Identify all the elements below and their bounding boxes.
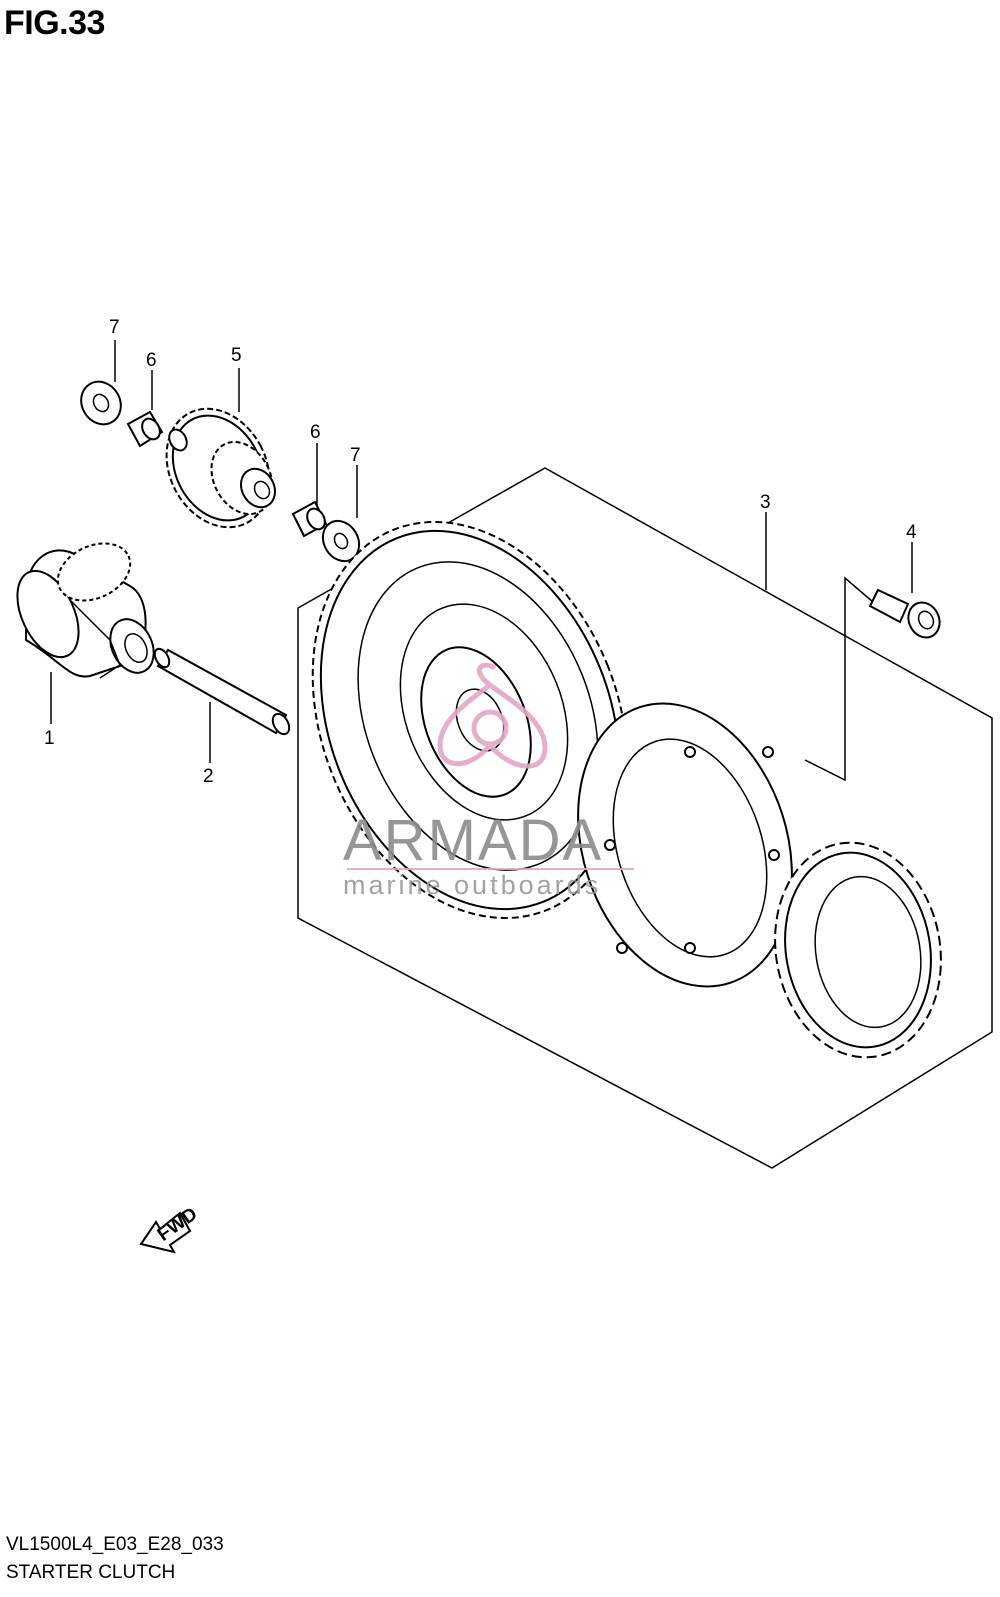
part-3-one-way-clutch (774, 841, 942, 1059)
part-5-idler-gear (165, 407, 276, 529)
figure-title: FIG.33 (4, 4, 105, 42)
callout-5: 5 (231, 345, 242, 366)
part-2-shaft (153, 647, 291, 736)
callout-4: 4 (906, 522, 917, 543)
callout-1: 1 (44, 728, 55, 749)
callout-6-right: 6 (310, 422, 321, 443)
part-1-starter-driven-gear (16, 542, 155, 679)
part-6-bushing-left (126, 410, 164, 448)
part-7-washer-left (80, 380, 122, 426)
armada-watermark: ARMADA marine outboards (343, 662, 634, 900)
watermark-brand: ARMADA (343, 808, 603, 873)
leader-lines (50, 340, 913, 782)
assembly-outline-box (297, 467, 993, 1169)
callout-3: 3 (760, 492, 771, 513)
fwd-direction-arrow: FWD (139, 1204, 201, 1254)
part-4-bolt (868, 588, 941, 639)
callout-7-right: 7 (350, 445, 361, 466)
part-3-clutch-housing (577, 702, 793, 988)
drawing-code: VL1500L4_E03_E28_033 (6, 1534, 224, 1555)
callout-7-left: 7 (109, 317, 120, 338)
watermark-tagline: marine outboards (343, 870, 601, 900)
callout-2: 2 (203, 766, 214, 787)
assembly-name: STARTER CLUTCH (6, 1562, 176, 1583)
part-6-bushing-right (291, 500, 328, 538)
callout-6-left: 6 (146, 350, 157, 371)
callout-labels: 7 6 5 6 7 3 4 1 2 (44, 317, 917, 787)
armada-logo-icon (437, 662, 548, 769)
